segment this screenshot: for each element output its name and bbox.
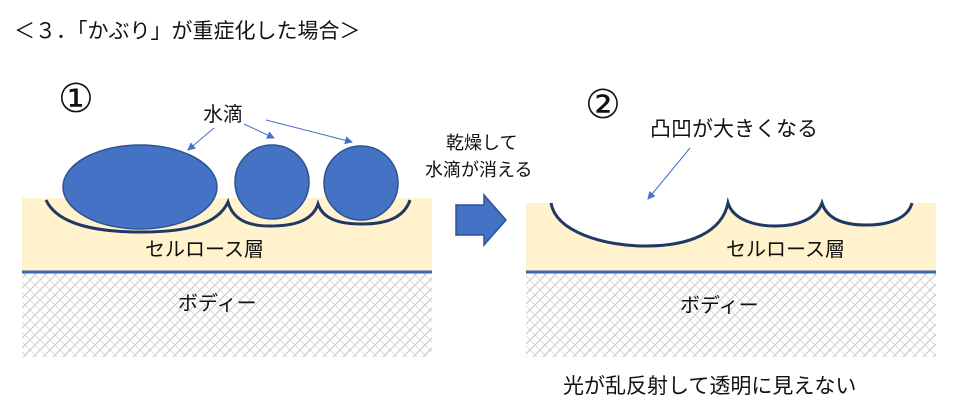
bump-label: 凸凹が大きくなる: [650, 117, 818, 141]
panel-1-number: ①: [58, 76, 94, 122]
panel-1-body-layer: [22, 272, 432, 357]
transition-text-line-2: 水滴が消える: [425, 160, 532, 181]
panel-2-body-layer: [526, 272, 936, 357]
transition: 乾燥して 水滴が消える: [425, 133, 532, 247]
transition-text-line-1: 乾燥して: [446, 133, 517, 154]
droplet-pointer-3: [265, 119, 353, 145]
panel-1-hollow-outline: [44, 197, 412, 234]
droplet-label: 水滴: [203, 102, 243, 126]
diagram-title: ＜３．「かぶり」が重症化した場合＞: [14, 19, 361, 43]
panel-1: ① 水滴 セルロース層 ボディー: [22, 76, 432, 357]
panel-1-cellulose-label: セルロース層: [145, 237, 264, 261]
panel-2-number: ②: [585, 82, 621, 128]
droplet-large: [62, 144, 218, 230]
droplet-medium: [234, 144, 310, 220]
caption: 光が乱反射して透明に見えない: [563, 374, 856, 398]
panel-2: ② 凸凹が大きくなる セルロース層 ボディー: [526, 82, 936, 357]
panel-2-hollow-small: [822, 203, 912, 225]
droplet-small: [323, 145, 399, 221]
transition-arrow-icon: [455, 193, 507, 247]
panel-1-body-label: ボディー: [178, 291, 257, 315]
panel-2-hollow-outline: [549, 197, 914, 248]
bump-pointer: [647, 147, 691, 200]
panel-2-hollow-large: [551, 203, 728, 246]
panel-2-body-label: ボディー: [680, 293, 759, 317]
droplet-pointer-2: [243, 123, 275, 139]
panel-2-hollow-medium: [730, 203, 820, 226]
panel-2-cellulose-label: セルロース層: [726, 237, 845, 261]
droplet-pointer-1: [187, 127, 215, 151]
